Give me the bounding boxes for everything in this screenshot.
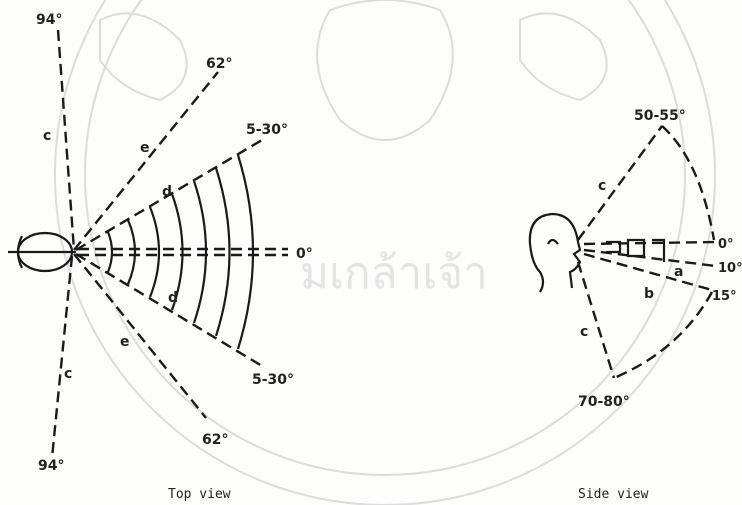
line-62-lower [74,254,206,418]
arc-2 [128,220,135,284]
arc-1 [108,232,112,272]
line-side-10 [584,250,716,266]
label-94-top: 94° [36,12,62,28]
arc-6 [216,168,230,336]
line-side-0 [584,242,716,244]
arc-side-lower [614,292,712,378]
label-62-lower: 62° [202,432,228,448]
arc-7 [238,155,253,349]
zone-e-upper: e [140,140,150,156]
line-70-80 [578,262,614,378]
top-view-diagram: 94° 94° 62° 62° 5-30° 5-30° 0° c c e e d… [8,12,313,502]
zone-side-b: b [644,286,654,302]
zone-d-lower: d [168,290,178,306]
zone-d-upper: d [162,184,172,200]
zone-c-lower: c [64,366,72,382]
watermark-ornament-right [520,13,607,100]
label-5-30-upper: 5-30° [246,122,288,138]
label-5-30-lower: 5-30° [252,372,294,388]
line-94-upper [58,30,74,250]
arc-5 [194,181,206,323]
arc-side-upper [662,126,714,240]
zone-c-upper: c [43,128,51,144]
zone-e-lower: e [120,334,130,350]
side-view-head [530,214,580,292]
label-side-15: 15° [712,289,737,304]
zone-side-c-upper: c [598,178,606,194]
side-view-ear [548,240,558,244]
label-50-55: 50-55° [634,108,686,124]
top-view-arcs [108,155,253,349]
label-70-80: 70-80° [578,394,630,410]
caption-top-view: Top view [168,487,231,502]
watermark-emblem [317,0,453,140]
arc-3 [150,207,159,297]
line-94-lower [52,256,72,458]
caption-side-view: Side view [578,487,649,502]
label-side-10: 10° [718,261,742,276]
watermark-faint-text: มเกล้าเจ้า [300,248,488,299]
label-62-upper: 62° [206,56,232,72]
line-50-55 [578,126,662,240]
zone-side-a: a [674,264,683,280]
label-94-bottom: 94° [38,458,64,474]
side-view-diagram: 50-55° 70-80° 0° 10° 15° c c a b Side vi… [530,108,742,502]
line-side-15 [584,254,712,290]
label-0-deg: 0° [296,246,313,262]
watermark-ornament-left [100,13,187,100]
zone-side-c-lower: c [580,324,588,340]
label-side-0: 0° [718,237,734,252]
